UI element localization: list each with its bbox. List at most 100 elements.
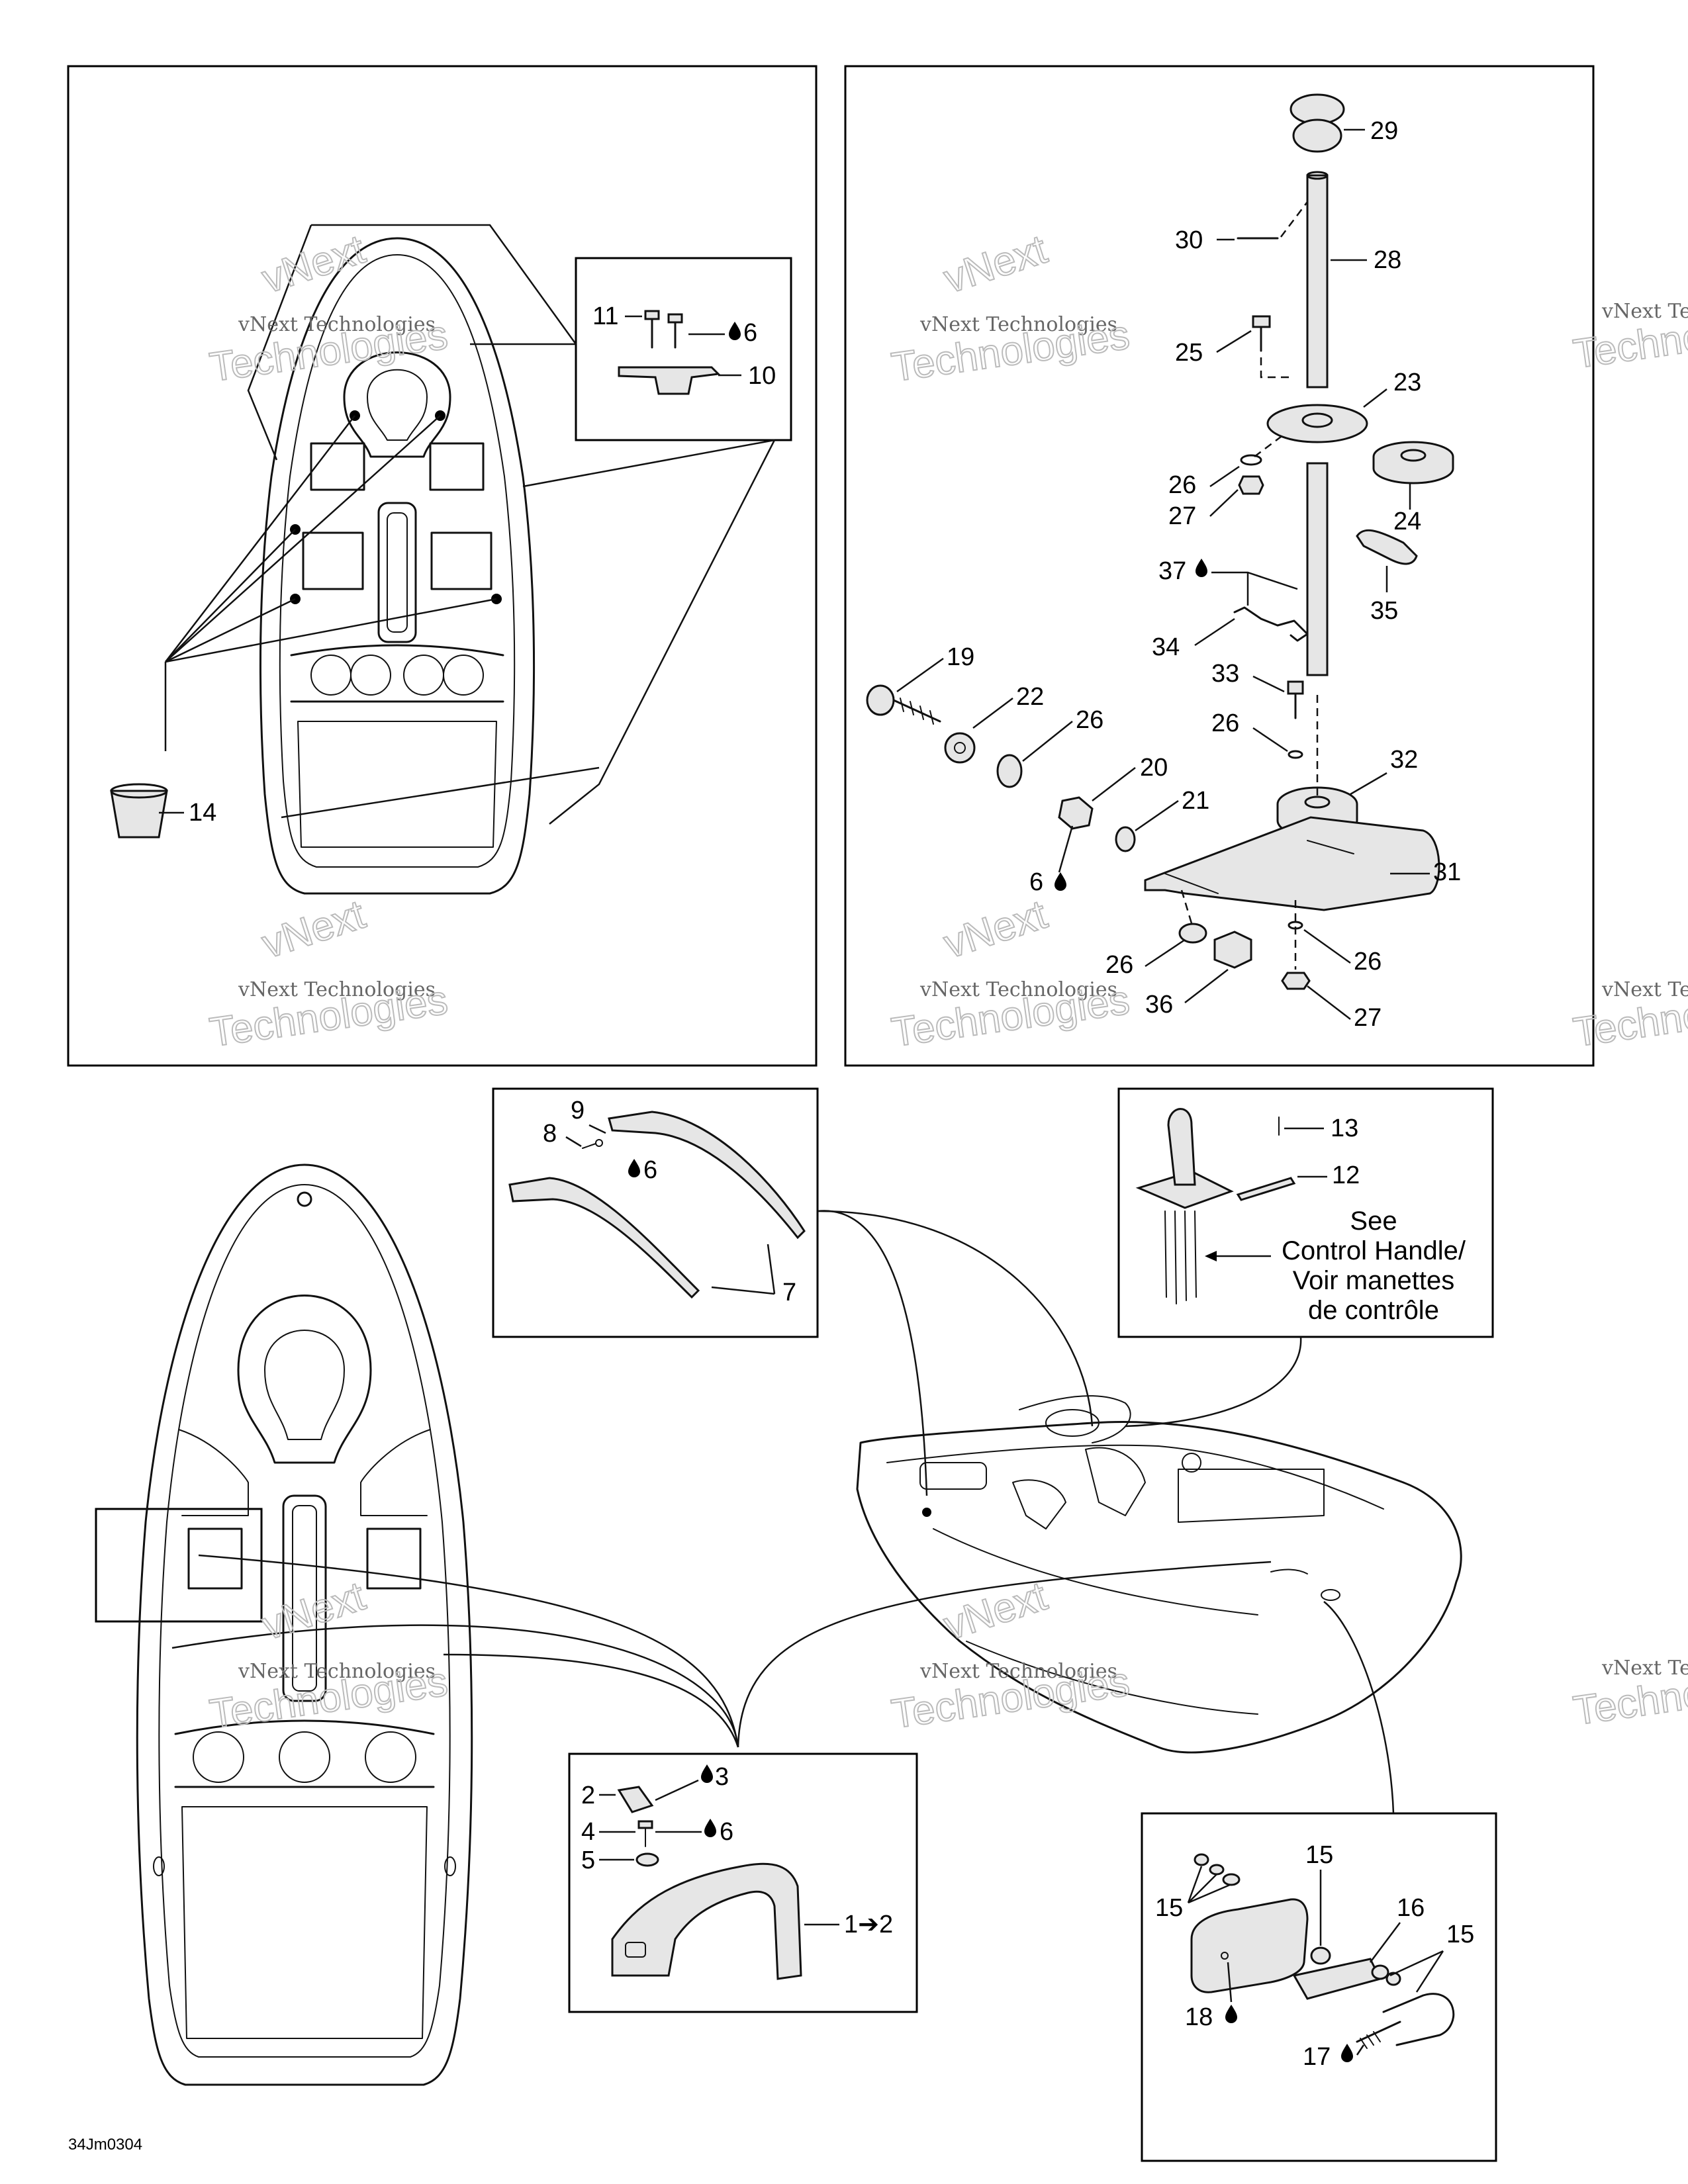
- bolt-33: [1287, 680, 1304, 719]
- callout-34: 34: [1152, 633, 1180, 661]
- callout-26e: 26: [1354, 948, 1382, 976]
- callout-24: 24: [1393, 508, 1421, 535]
- callout-16: 16: [1397, 1894, 1425, 1922]
- washer-26: [996, 754, 1023, 788]
- svg-text:vNext Technologies: vNext Technologies: [238, 313, 436, 336]
- callout-28: 28: [1374, 246, 1401, 274]
- svg-text:vNext: vNext: [257, 226, 371, 302]
- washer-21: [1115, 826, 1136, 852]
- callout-21: 21: [1182, 787, 1209, 815]
- see-note-line-1: See: [1350, 1206, 1397, 1236]
- rail-short: [508, 1177, 700, 1299]
- panel-cupholder-detail: [95, 1508, 263, 1623]
- callout-30: 30: [1175, 226, 1203, 254]
- droplet-icon: [1341, 2044, 1353, 2062]
- rail-long: [608, 1111, 806, 1240]
- steering-bracket-31: [1144, 816, 1440, 911]
- droplet-icon: [1055, 872, 1066, 891]
- boat-perspective: [856, 1395, 1462, 1754]
- panel-handle-detail: [568, 1752, 918, 2013]
- washer-26d: [1178, 923, 1207, 944]
- nut-20: [1058, 796, 1094, 830]
- callout-6: 6: [743, 319, 757, 347]
- droplet-icon: [1196, 559, 1207, 577]
- droplet-icon: [701, 1764, 713, 1783]
- plate-16: [1292, 1958, 1382, 2000]
- panel-cleat-detail: [575, 257, 792, 441]
- callout-4: 4: [581, 1818, 595, 1846]
- callout-10: 10: [748, 362, 776, 390]
- screw-8: [582, 1143, 596, 1149]
- svg-text:vNext: vNext: [939, 891, 1053, 968]
- svg-text:vNext Technologies: vNext Technologies: [1601, 978, 1688, 1001]
- lower-shaft: [1306, 462, 1329, 676]
- nut-36: [1213, 931, 1252, 969]
- svg-text:vNext Technologies: vNext Technologies: [238, 1660, 436, 1683]
- cup-holder: [110, 790, 168, 839]
- callout-23: 23: [1393, 369, 1421, 396]
- callout-15: 15: [1155, 1894, 1183, 1922]
- watermark-3: vNext vNext Technologies Technologies: [207, 891, 451, 1056]
- washer-5: [635, 1852, 659, 1867]
- column-flange: [1266, 404, 1368, 443]
- svg-text:vNext Technologies: vNext Technologies: [1601, 1657, 1688, 1680]
- screw-pair: [644, 310, 683, 349]
- u-bolt-17: [1356, 1993, 1455, 2046]
- callout-27: 27: [1168, 502, 1196, 530]
- svg-text:vNext: vNext: [257, 1573, 371, 1649]
- steering-knob: [1289, 93, 1345, 153]
- watermark-4: vNext vNext Technologies Technologies: [888, 891, 1133, 1056]
- grab-handle: [611, 1862, 802, 1980]
- throttle-assembly: [1135, 1108, 1234, 1304]
- link-12: [1236, 1177, 1296, 1201]
- droplet-icon: [628, 1159, 640, 1177]
- droplet-icon: [704, 1819, 716, 1837]
- svg-text:vNext Technologies: vNext Technologies: [1601, 300, 1688, 323]
- svg-text:vNext Technologies: vNext Technologies: [919, 1660, 1117, 1683]
- spring-clip: [1233, 606, 1309, 642]
- watermark-1: vNext vNext Technologies Technologies: [207, 226, 451, 391]
- callout-26c: 26: [1076, 706, 1103, 734]
- callout-12: 12: [1332, 1161, 1360, 1189]
- nut-15a: [1194, 1853, 1209, 1866]
- panel-control-detail: [1117, 1087, 1494, 1338]
- watermark-2: vNext vNext Technologies Technologies: [888, 226, 1133, 391]
- panel-ubolt-detail: [1141, 1812, 1497, 2162]
- callout-13: 13: [1331, 1115, 1358, 1142]
- see-note-line-2: Control Handle/: [1282, 1236, 1466, 1265]
- see-note-line-4: de contrôle: [1308, 1296, 1439, 1325]
- callout-26d: 26: [1105, 951, 1133, 979]
- panel-top-right: [844, 65, 1595, 1067]
- callout-8: 8: [543, 1120, 557, 1148]
- handle-cap-2: [617, 1786, 654, 1813]
- bolt-19: [866, 684, 941, 725]
- panel-rail-detail: [492, 1087, 819, 1338]
- callout-22: 22: [1016, 683, 1044, 711]
- callout-19: 19: [947, 643, 974, 671]
- callout-9: 9: [571, 1097, 585, 1124]
- svg-text:vNext: vNext: [257, 891, 371, 968]
- callout-35: 35: [1370, 597, 1398, 625]
- see-note-line-3: Voir manettes: [1293, 1266, 1455, 1295]
- svg-text:vNext Technologies: vNext Technologies: [919, 313, 1117, 336]
- screw-25: [1252, 315, 1271, 352]
- callout-3: 3: [715, 1763, 729, 1791]
- callout-33: 33: [1211, 660, 1239, 688]
- watermark-7: vNext Technologies Technologies: [1570, 298, 1688, 378]
- callout-6d: 6: [720, 1818, 733, 1846]
- callout-17: 17: [1303, 2043, 1331, 2071]
- panel-top-left: [67, 65, 818, 1067]
- callout-5: 5: [581, 1846, 595, 1874]
- callout-15b: 15: [1305, 1841, 1333, 1869]
- callout-6b: 6: [1029, 868, 1043, 896]
- callout-32: 32: [1390, 746, 1418, 774]
- callout-15c: 15: [1446, 1921, 1474, 1948]
- sprocket-22: [944, 732, 976, 764]
- watermark-9: vNext Technologies Technologies: [1570, 1655, 1688, 1735]
- svg-text:vNext Technologies: vNext Technologies: [238, 978, 436, 1001]
- callout-18: 18: [1185, 2003, 1213, 2031]
- clip-35: [1356, 529, 1418, 565]
- callout-1: 1➔2: [844, 1911, 893, 1938]
- callout-29: 29: [1370, 117, 1398, 145]
